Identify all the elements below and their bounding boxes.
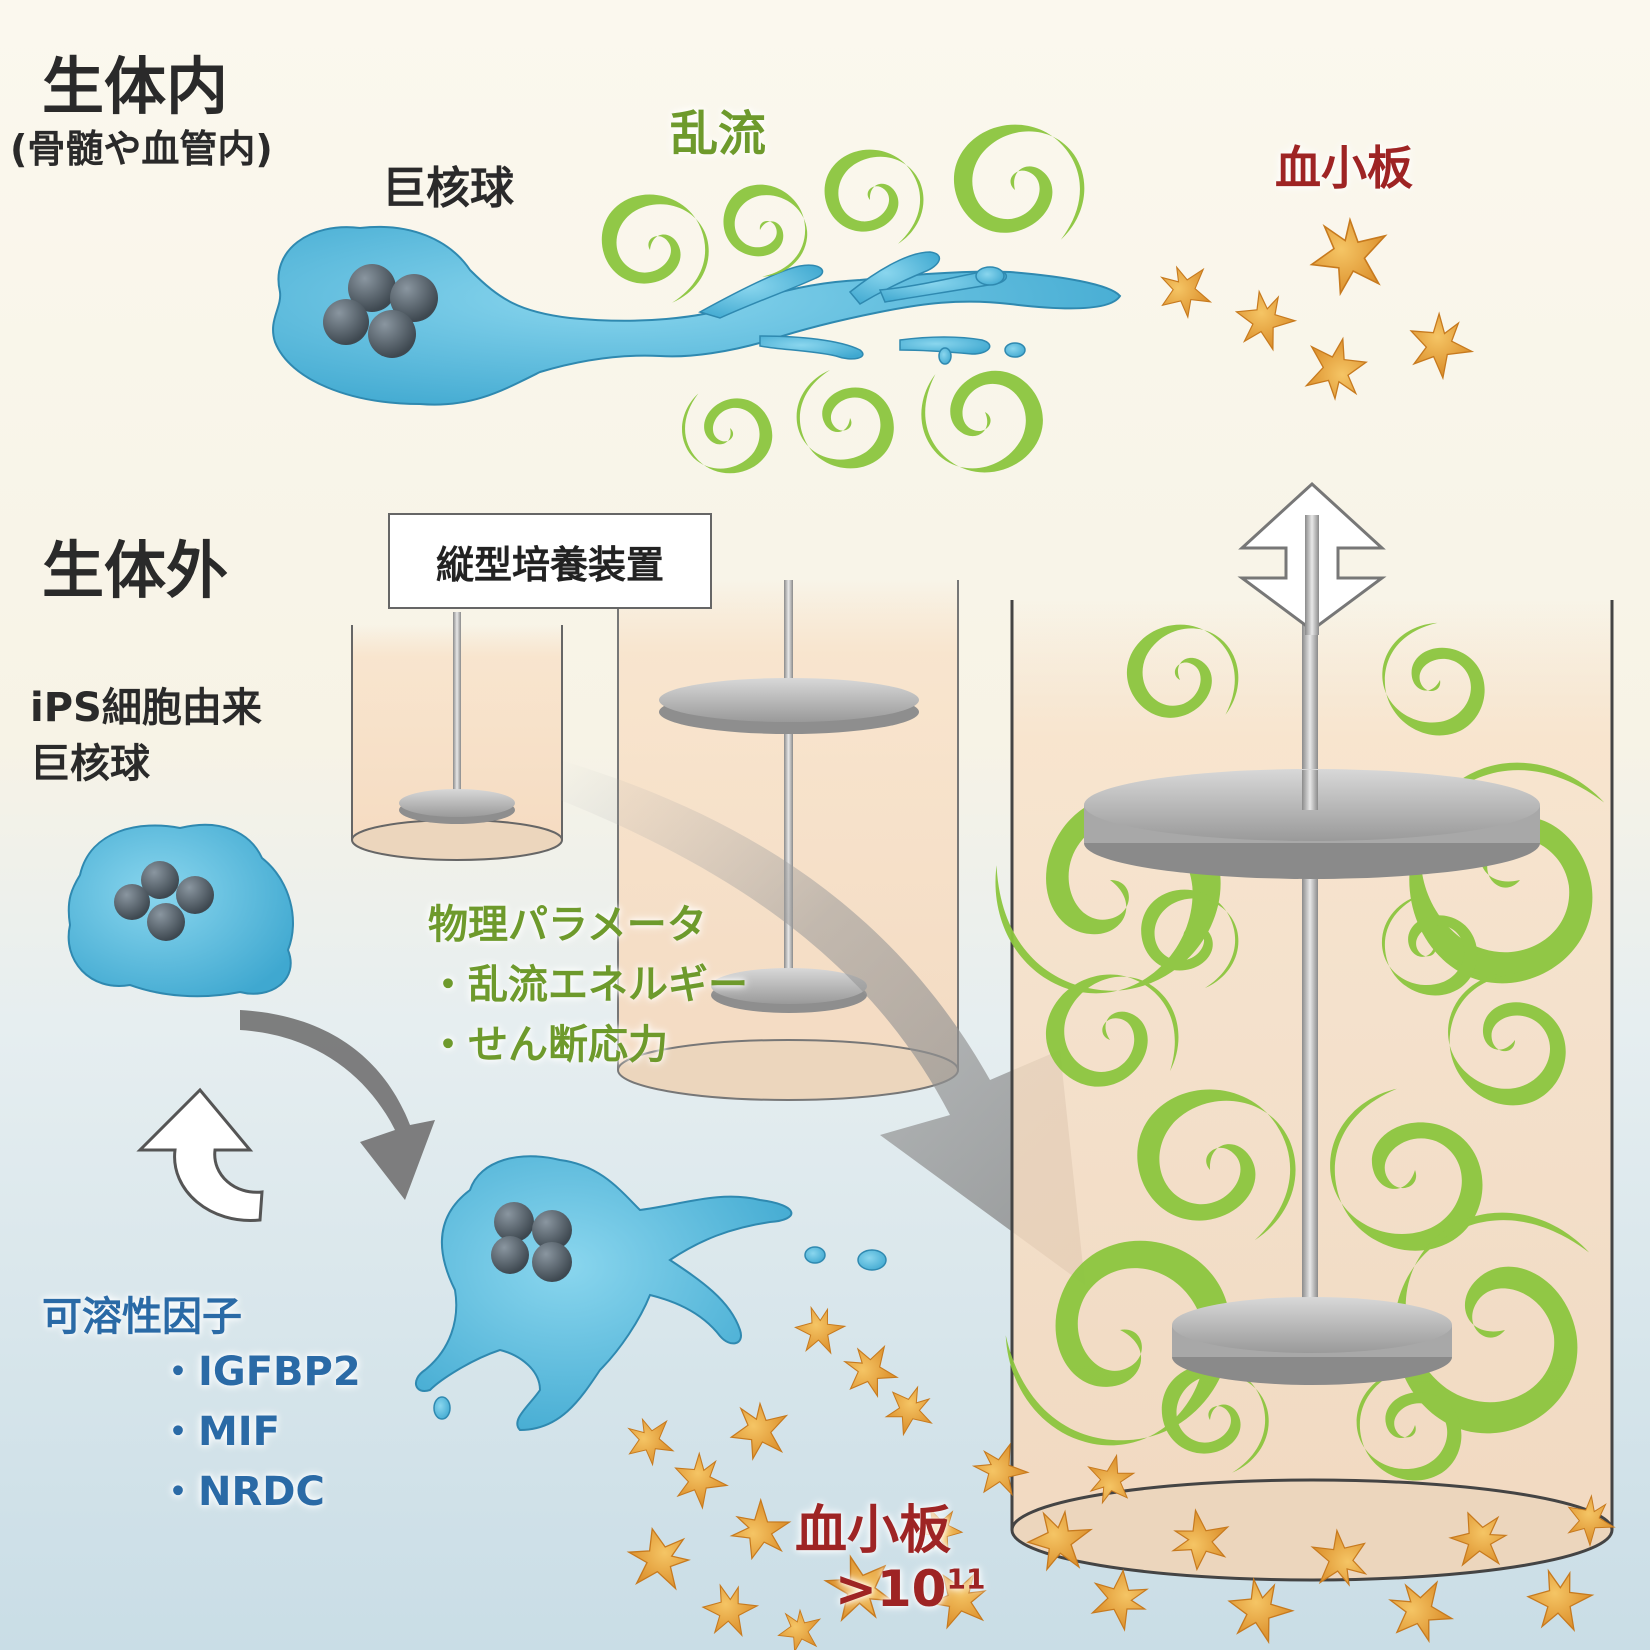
- param-shear-stress: ・せん断応力: [428, 1022, 668, 1068]
- process-arrow: [240, 1010, 435, 1200]
- physical-parameters: 物理パラメータ ・乱流エネルギー ・せん断応力: [428, 895, 748, 1075]
- in-vivo-title: 生体内: [42, 50, 229, 123]
- top-platelets: [1151, 219, 1481, 400]
- ips-megakaryocyte-label: iPS細胞由来 巨核球: [30, 680, 262, 792]
- scale-up-arrow: [560, 760, 1085, 1285]
- turbulence-label: 乱流: [670, 106, 767, 162]
- platelet-label-bottom: 血小板: [795, 1501, 952, 1561]
- small-tube: [351, 612, 563, 861]
- platelet-count: >1011: [835, 1560, 985, 1618]
- top-megakaryocyte: [272, 225, 1122, 406]
- ips-label-line1: iPS細胞由来: [30, 685, 262, 731]
- physical-parameters-title: 物理パラメータ: [428, 902, 707, 948]
- megakaryocyte-label: 巨核球: [382, 163, 514, 214]
- factor-igfbp2: ・IGFBP2: [158, 1349, 361, 1395]
- platelet-count-exponent: 11: [946, 1562, 986, 1596]
- large-tube: [959, 515, 1650, 1582]
- param-turbulence-energy: ・乱流エネルギー: [428, 962, 748, 1008]
- ips-label-line2: 巨核球: [30, 741, 150, 787]
- platelet-count-base: >10: [835, 1560, 947, 1618]
- soluble-factor-list: ・IGFBP2 ・MIF ・NRDC: [158, 1342, 361, 1522]
- ex-vivo-title: 生体外: [42, 534, 229, 607]
- fragmenting-megakaryocyte: [415, 1155, 887, 1432]
- soluble-factors-title: 可溶性因子: [42, 1294, 242, 1340]
- ips-megakaryocyte: [67, 823, 294, 998]
- feedback-arrow: [136, 1087, 264, 1222]
- factor-mif: ・MIF: [158, 1409, 281, 1455]
- factor-nrdc: ・NRDC: [158, 1469, 325, 1515]
- device-label: 縦型培養装置: [388, 513, 712, 609]
- platelet-label-top: 血小板: [1275, 141, 1413, 195]
- in-vivo-subtitle: (骨髄や血管内): [10, 127, 273, 171]
